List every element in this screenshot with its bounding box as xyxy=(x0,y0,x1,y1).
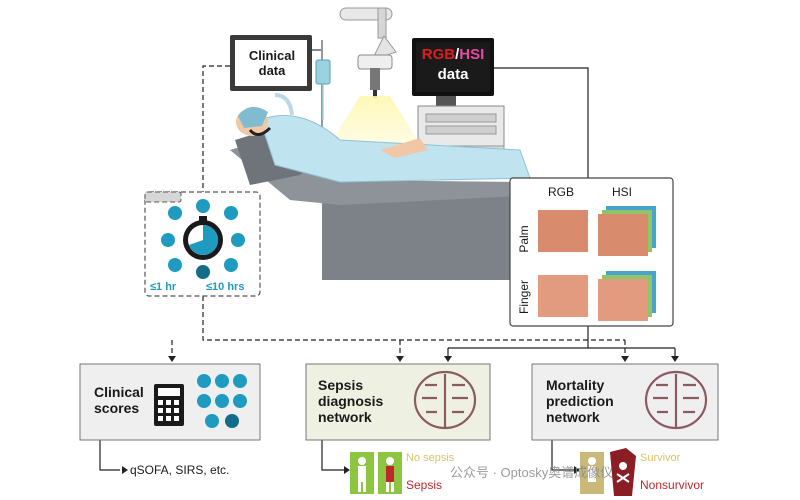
imaging-data-subtitle: data xyxy=(437,66,469,83)
no-sepsis-label: No sepsis xyxy=(406,452,455,464)
solid-imaging-to-grid xyxy=(493,67,589,178)
grid-col-hsi: HSI xyxy=(612,185,633,199)
time-long-label: ≤10 hrs xyxy=(206,281,245,293)
no-sepsis-figure xyxy=(350,452,374,494)
cells-icon xyxy=(224,258,238,272)
brain-icon-mortality xyxy=(644,370,708,430)
clinical-data-label: Clinical data xyxy=(248,48,296,78)
image-grid xyxy=(509,177,674,327)
connectors xyxy=(99,65,676,471)
bottle-icon xyxy=(161,233,175,247)
finger-hsi-stack xyxy=(598,271,656,321)
clinical-scores-title: Clinical scores xyxy=(94,384,144,416)
imaging-rgb-text: RGB xyxy=(421,46,456,63)
imaging-slash-text: / xyxy=(455,46,460,63)
grid-col-rgb: RGB xyxy=(548,185,575,199)
data-collection-clipboard xyxy=(144,191,261,297)
stethoscope-icon xyxy=(168,258,182,272)
brain-icon-sepsis xyxy=(413,370,477,430)
nonsurvivor-label: Nonsurvivor xyxy=(640,478,705,492)
clinical-data-panel xyxy=(230,35,331,160)
sepsis-output-line xyxy=(321,440,344,471)
dashed-collection-to-bus xyxy=(202,296,625,341)
patient-bed xyxy=(230,93,540,280)
scores-output-line xyxy=(99,440,120,471)
time-short-label: ≤1 hr xyxy=(150,281,177,293)
finger-rgb-image xyxy=(538,275,588,317)
grid-row-palm: Palm xyxy=(517,225,531,253)
mortality-network-box xyxy=(531,363,719,441)
person-icon xyxy=(196,199,210,213)
scores-output-text: qSOFA, SIRS, etc. xyxy=(130,463,230,477)
nonsurvivor-coffin xyxy=(610,448,636,496)
bottle-icon xyxy=(233,394,247,408)
sepsis-network-box xyxy=(305,363,491,441)
stethoscope-icon xyxy=(215,374,229,388)
cells-icon xyxy=(215,394,229,408)
imaging-hsi-text: HSI xyxy=(459,46,485,63)
calculator-icon xyxy=(154,384,184,426)
flask-icon xyxy=(196,265,210,279)
palm-hsi-stack xyxy=(598,206,656,256)
chart-icon xyxy=(231,233,245,247)
drop-icon xyxy=(233,374,247,388)
chart-icon xyxy=(197,394,211,408)
sepsis-figure xyxy=(378,452,402,494)
palm-rgb-image xyxy=(538,210,588,252)
eye-icon xyxy=(168,206,182,220)
watermark-text: 公众号 · Optosky奥谱成像仪 xyxy=(450,465,614,480)
grid-row-finger: Finger xyxy=(517,280,531,315)
solid-grid-to-bus xyxy=(448,326,675,349)
mortality-network-title: Mortality prediction network xyxy=(546,377,614,425)
survivor-figure xyxy=(580,452,604,494)
imaging-cart xyxy=(412,38,505,172)
arrowheads xyxy=(122,356,679,474)
person-icon xyxy=(197,374,211,388)
sepsis-label: Sepsis xyxy=(406,478,443,492)
drop-icon xyxy=(224,206,238,220)
imaging-data-title: RGB/HSI xyxy=(418,46,488,63)
mortality-output-line xyxy=(551,440,574,471)
collection-icon-ring xyxy=(161,199,245,279)
eye-icon xyxy=(205,414,219,428)
dashed-clinical-to-collection xyxy=(202,65,230,192)
scores-icon-cluster xyxy=(197,374,247,428)
survivor-label: Survivor xyxy=(640,452,681,464)
sepsis-network-title: Sepsis diagnosis network xyxy=(318,377,384,425)
flask-icon xyxy=(225,414,239,428)
